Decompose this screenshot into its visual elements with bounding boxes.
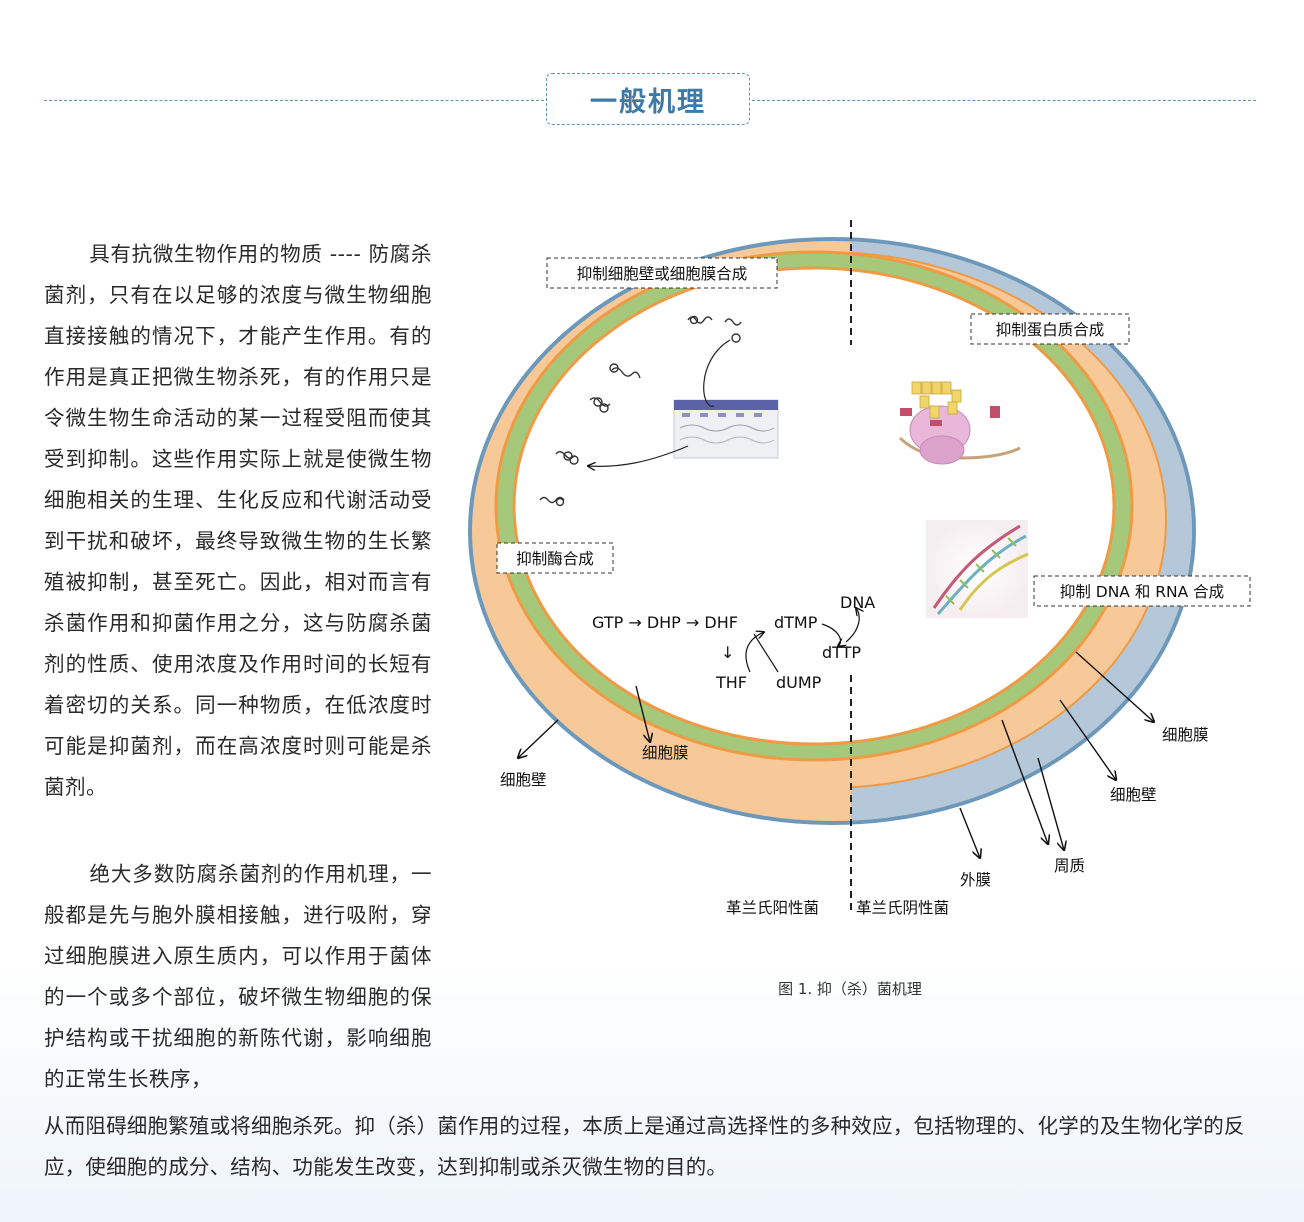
- inset-arrow: [588, 445, 689, 466]
- pathway-dttp: dTTP: [822, 643, 861, 662]
- dna-illustration: [926, 520, 1029, 618]
- pathway-dna: DNA: [840, 593, 875, 612]
- label-enzyme-synthesis: 抑制酶合成: [516, 550, 594, 568]
- cytoplasm: [512, 266, 1116, 746]
- pathway-dtmp: dTMP: [774, 613, 818, 632]
- bacteria-mechanism-diagram: 抑制细胞壁或细胞膜合成 抑制蛋白质合成 抑制酶合成 抑制 DNA 和 RNA 合…: [468, 220, 1251, 917]
- pathway-arrows: [745, 608, 859, 673]
- header-rule-left: [44, 100, 544, 101]
- label-box-protein: [970, 313, 1130, 345]
- label-box-dna-rna: [1033, 575, 1251, 607]
- membrane-inset-image: [673, 399, 779, 459]
- label-wall-right: 细胞壁: [1110, 786, 1157, 804]
- label-protein-synthesis: 抑制蛋白质合成: [996, 321, 1105, 339]
- header-rule-right: [752, 100, 1256, 101]
- pointer-arrows: [518, 651, 1154, 858]
- pathway-down-arrow: ↓: [721, 643, 734, 662]
- label-outer-membrane: 外膜: [960, 871, 991, 889]
- label-box-enzyme: [496, 542, 614, 574]
- membrane-molecules: [539, 315, 742, 507]
- label-dna-rna-synthesis: 抑制 DNA 和 RNA 合成: [1060, 583, 1224, 601]
- label-periplasm: 周质: [1054, 857, 1085, 875]
- pathway-chain: GTP → DHP → DHF: [592, 613, 738, 632]
- section-title-text: 一般机理: [590, 86, 706, 118]
- body-paragraph-2-text: 绝大多数防腐杀菌剂的作用机理，一般都是先与胞外膜相接触，进行吸附，穿过细胞膜进入…: [44, 862, 432, 1091]
- ribosome-illustration: [898, 381, 1021, 465]
- pathway-thf: THF: [715, 673, 747, 692]
- label-membrane-right: 细胞膜: [1162, 726, 1209, 744]
- figure-caption: 图 1. 抑（杀）菌机理: [778, 980, 922, 998]
- label-wall-left: 细胞壁: [500, 771, 547, 789]
- structure-labels: 细胞膜 细胞壁 细胞膜 细胞壁 外膜 周质 革兰氏阳性菌 革兰氏阴性菌: [500, 726, 1209, 917]
- pathway-dump: dUMP: [776, 673, 822, 692]
- body-paragraph-1-text: 具有抗微生物作用的物质 ---- 防腐杀菌剂，只有在以足够的浓度与微生物细胞直接…: [44, 242, 432, 799]
- label-membrane-left: 细胞膜: [642, 744, 689, 762]
- label-gram-negative: 革兰氏阴性菌: [856, 899, 949, 917]
- inset-connector: [703, 339, 731, 407]
- body-paragraph-2: 绝大多数防腐杀菌剂的作用机理，一般都是先与胞外膜相接触，进行吸附，穿过细胞膜进入…: [44, 854, 432, 1100]
- body-paragraph-1: 具有抗微生物作用的物质 ---- 防腐杀菌剂，只有在以足够的浓度与微生物细胞直接…: [44, 234, 432, 808]
- label-box-cell-wall: [546, 257, 778, 289]
- label-gram-positive: 革兰氏阳性菌: [726, 899, 819, 917]
- label-cell-wall-synthesis: 抑制细胞壁或细胞膜合成: [577, 265, 748, 283]
- section-title: 一般机理: [546, 73, 750, 125]
- background-gradient: [0, 960, 1304, 1222]
- folate-pathway: GTP → DHP → DHF ↓ THF dUMP dTMP dTTP DNA: [592, 593, 875, 692]
- body-paragraph-2-continued: 从而阻碍细胞繁殖或将细胞杀死。抑（杀）菌作用的过程，本质上是通过高选择性的多种效…: [44, 1114, 1245, 1179]
